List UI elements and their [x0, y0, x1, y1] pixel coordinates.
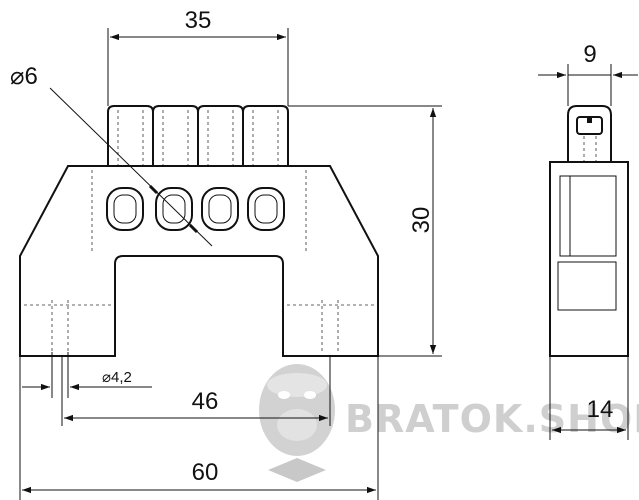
gorilla-face-icon — [259, 364, 335, 482]
dimension-hole-spacing: 46 — [61, 356, 331, 426]
watermark-text: BRATOK.SHOP — [345, 397, 639, 441]
front-view: ⌀ ⌀6 6 — [10, 63, 379, 357]
screw-top-4 — [242, 105, 289, 167]
watermark: BRATOK.SHOP — [259, 364, 639, 482]
hole-diameter-leader — [49, 87, 213, 247]
dimension-width-top: 35 — [107, 7, 289, 106]
dimension-height: 30 — [288, 105, 442, 357]
hole-spacing-label: 46 — [192, 388, 219, 415]
side-depth-label: 14 — [587, 396, 614, 423]
total-width-label: 60 — [192, 459, 219, 486]
dimension-side-width: 9 — [538, 41, 638, 106]
dimension-side-depth: 14 — [549, 356, 629, 440]
side-body — [549, 161, 629, 357]
wire-hole-1 — [106, 187, 144, 231]
terminal-body — [19, 165, 379, 357]
side-view — [549, 105, 629, 357]
screw-top-2 — [152, 105, 199, 167]
screw-top-3 — [197, 105, 244, 167]
wire-hole-4 — [247, 187, 285, 231]
mount-hole-label: ⌀4,2 — [102, 369, 132, 386]
wire-hole-3 — [201, 187, 239, 231]
hole-diameter-label: ⌀6 — [10, 63, 38, 90]
dimension-total-width: 60 — [19, 356, 379, 500]
height-label: 30 — [408, 207, 435, 234]
screw-tops — [107, 105, 289, 167]
screw-top-1 — [107, 105, 154, 167]
width-top-label: 35 — [185, 7, 212, 34]
side-width-label: 9 — [583, 41, 596, 68]
dimension-mount-hole: ⌀4,2 — [22, 352, 152, 398]
